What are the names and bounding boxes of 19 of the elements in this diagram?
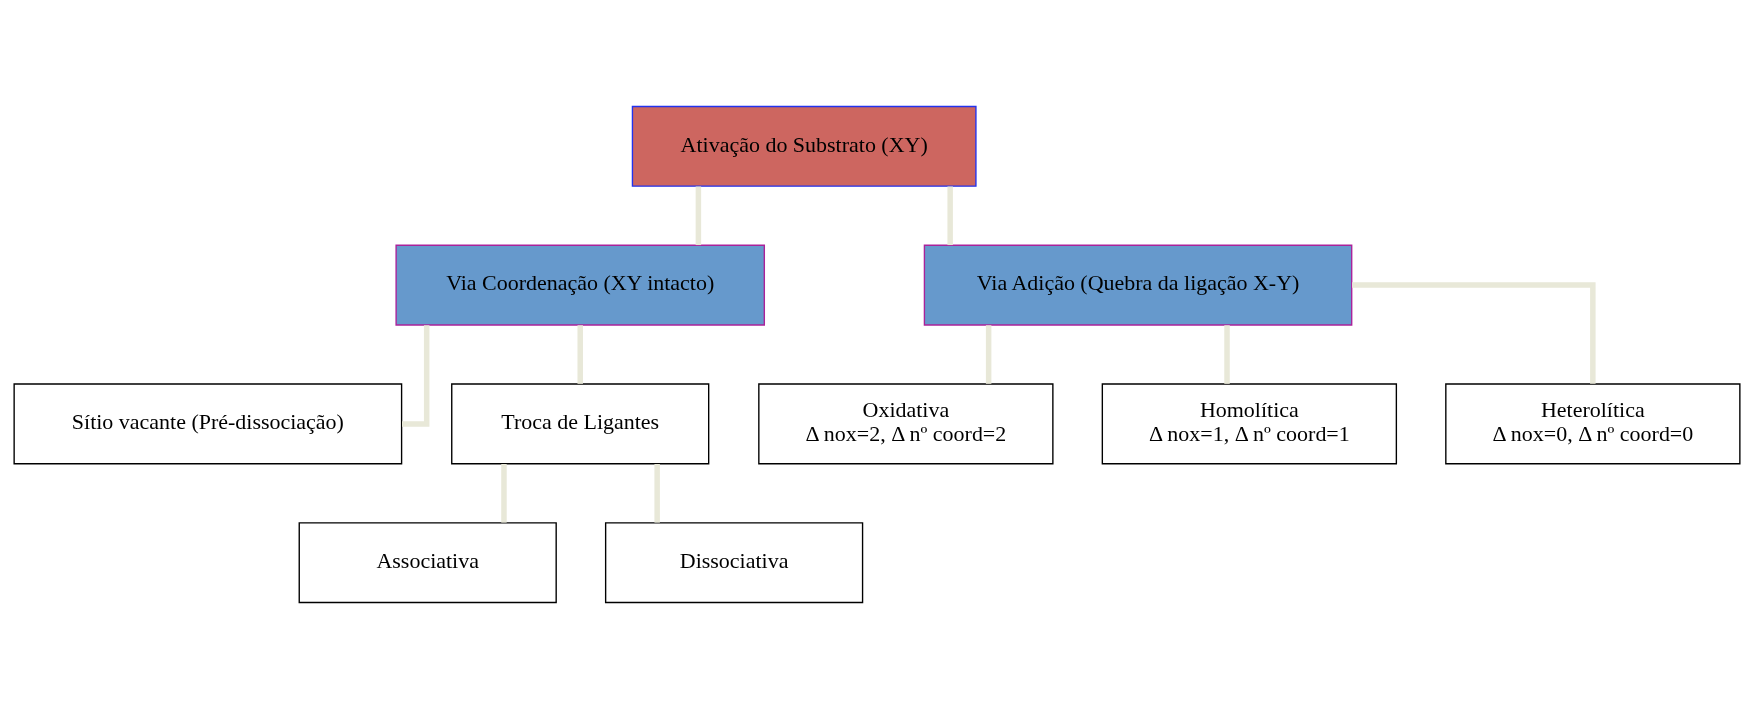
node-box: Homolítica Δ nox=1, Δ nº coord=1 (1101, 383, 1398, 465)
connector (402, 325, 430, 427)
connector (695, 186, 702, 246)
node-box: Ativação do Substrato (XY) (631, 105, 977, 187)
node-box: Associativa (298, 522, 557, 604)
connector (654, 464, 660, 523)
node-box: Dissociativa (604, 522, 864, 604)
node-box: Via Adição (Quebra da ligação X-Y) (923, 244, 1353, 326)
connector (947, 186, 953, 246)
node-box: Oxidativa Δ nox=2, Δ nº coord=2 (758, 383, 1054, 465)
node-box: Troca de Ligantes (451, 383, 710, 465)
connector (1352, 282, 1596, 384)
connector (985, 325, 992, 384)
node-box: Sítio vacante (Pré-dissociação) (13, 383, 403, 465)
connector (1224, 325, 1230, 384)
connector (577, 325, 583, 384)
connector (501, 464, 507, 523)
node-box: Heterolítica Δ nox=0, Δ nº coord=0 (1445, 383, 1741, 465)
node-box: Via Coordenação (XY intacto) (395, 244, 765, 326)
